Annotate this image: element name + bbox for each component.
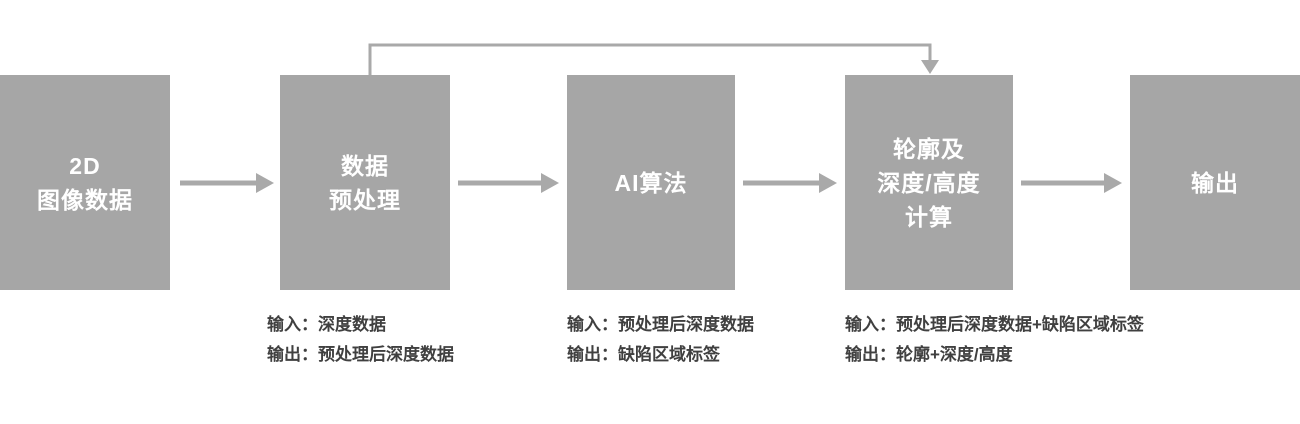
arrow-2 [458, 173, 559, 193]
arrow-4 [1021, 173, 1122, 193]
annotation-ai-algorithm-output: 输出：缺陷区域标签 [567, 345, 720, 364]
arrow-1 [180, 173, 274, 193]
annotation-preprocessing-input: 输入：深度数据 [267, 315, 386, 334]
node-output-label: 输出 [1191, 169, 1239, 196]
annotation-ai-algorithm: 输入：预处理后深度数据 输出：缺陷区域标签 [567, 310, 754, 370]
annotation-contour-depth-calc-input: 输入：预处理后深度数据+缺陷区域标签 [845, 315, 1144, 334]
annotation-contour-depth-calc-output: 输出：轮廓+深度/高度 [845, 345, 1013, 364]
node-preprocessing-label: 数据 预处理 [329, 152, 401, 213]
node-ai-algorithm-label: AI算法 [614, 169, 688, 196]
node-contour-depth-calc: 轮廓及 深度/高度 计算 [845, 75, 1013, 290]
annotation-preprocessing-output: 输出：预处理后深度数据 [267, 345, 454, 364]
node-ai-algorithm: AI算法 [567, 75, 735, 290]
arrow-3 [743, 173, 837, 193]
annotation-contour-depth-calc: 输入：预处理后深度数据+缺陷区域标签 输出：轮廓+深度/高度 [845, 310, 1144, 370]
node-contour-depth-calc-label: 轮廓及 深度/高度 计算 [877, 135, 981, 230]
node-preprocessing: 数据 预处理 [280, 75, 450, 290]
node-2d-image-data-label: 2D 图像数据 [37, 152, 133, 213]
annotation-preprocessing: 输入：深度数据 输出：预处理后深度数据 [267, 310, 454, 370]
node-output: 输出 [1130, 75, 1300, 290]
node-2d-image-data: 2D 图像数据 [0, 75, 170, 290]
feedback-arrow [368, 43, 939, 75]
annotation-ai-algorithm-input: 输入：预处理后深度数据 [567, 315, 754, 334]
